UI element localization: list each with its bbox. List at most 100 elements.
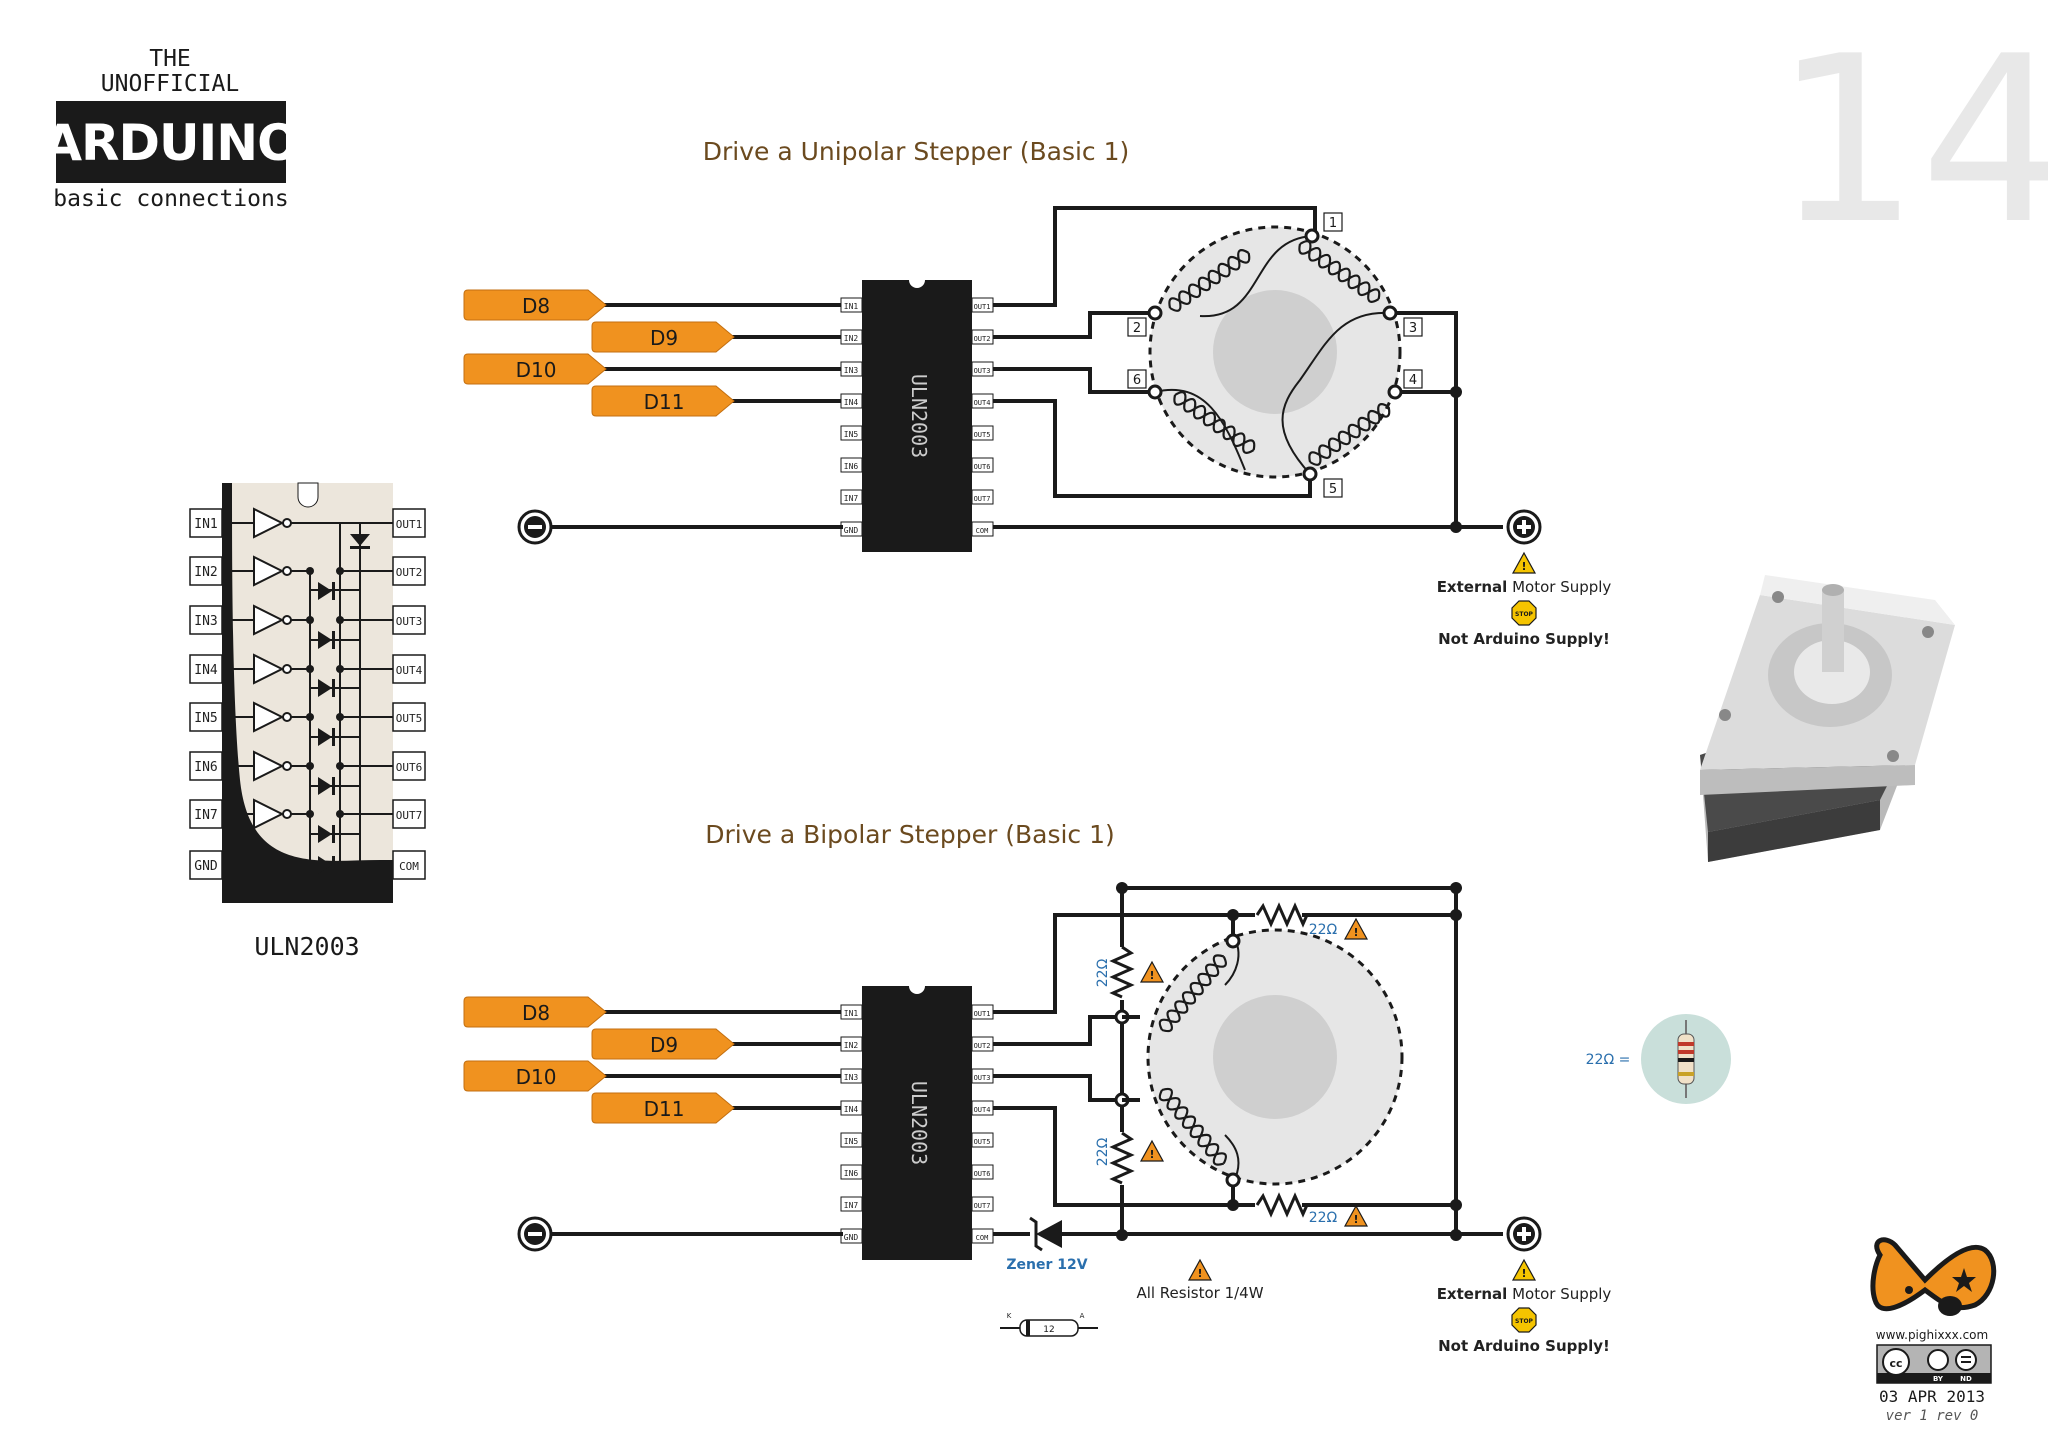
top-unipolar-motor: 1 2 3 4 5 6 (1127, 212, 1423, 498)
bottom-input-d9: D9 (591, 1028, 735, 1060)
bottom-title: Drive a Bipolar Stepper (Basic 1) (705, 820, 1115, 849)
svg-text:IN5: IN5 (194, 711, 217, 726)
svg-text:IN7: IN7 (844, 494, 859, 503)
footer-site: www.pighixxx.com (1876, 1328, 1988, 1342)
svg-text:cc: cc (1889, 1357, 1902, 1370)
zener-component-icon: 12 K A (1000, 1312, 1098, 1337)
top-input-d10: D10 (463, 353, 607, 385)
bottom-circuit: D8 D9 D10 D11 ULN2003 IN1 IN2 IN3 IN4 IN… (463, 882, 1612, 1355)
terminal-1: 1 (1329, 216, 1337, 231)
cc-license-badge: cc BY ND (1876, 1344, 1992, 1384)
svg-text:IN7: IN7 (194, 808, 217, 823)
svg-text:IN6: IN6 (844, 1169, 859, 1178)
svg-text:K: K (1007, 1312, 1012, 1320)
svg-text:12: 12 (1043, 1325, 1054, 1335)
svg-text:OUT1: OUT1 (974, 303, 991, 311)
logo-brand-box (56, 101, 286, 183)
svg-text:GND: GND (844, 526, 859, 535)
svg-text:IN3: IN3 (844, 366, 859, 375)
top-input-d9: D9 (591, 321, 735, 353)
svg-text:OUT5: OUT5 (974, 431, 991, 439)
svg-text:IN3: IN3 (194, 614, 217, 629)
svg-text:IN1: IN1 (194, 517, 217, 532)
bottom-bipolar-motor (1114, 928, 1404, 1188)
bottom-input-d8: D8 (463, 996, 607, 1028)
zener-label: Zener 12V (1006, 1257, 1087, 1273)
bottom-warning-text: Not Arduino Supply! (1438, 1337, 1610, 1355)
svg-text:D9: D9 (650, 326, 678, 350)
res-label-left-lower: 22Ω (1095, 1137, 1111, 1166)
top-title: Drive a Unipolar Stepper (Basic 1) (703, 137, 1130, 166)
svg-text:IN6: IN6 (194, 760, 217, 775)
svg-text:OUT7: OUT7 (396, 809, 423, 822)
svg-text:OUT6: OUT6 (396, 761, 423, 774)
svg-text:OUT2: OUT2 (396, 566, 423, 579)
uln2003-pinout: IN1 IN2 IN3 IN4 IN5 IN6 IN7 GND OUT1 OUT… (189, 482, 426, 961)
svg-text:D9: D9 (650, 1033, 678, 1057)
svg-text:GND: GND (194, 859, 218, 874)
res-label-top: 22Ω (1309, 922, 1338, 938)
svg-text:A: A (1080, 1312, 1085, 1320)
svg-text:IN4: IN4 (844, 1105, 859, 1114)
top-warning-text: Not Arduino Supply! (1438, 630, 1610, 648)
svg-text:COM: COM (976, 527, 989, 535)
svg-text:GND: GND (844, 1233, 859, 1242)
svg-text:OUT2: OUT2 (974, 1042, 991, 1050)
svg-text:OUT6: OUT6 (974, 1170, 991, 1178)
pinout-label: ULN2003 (254, 932, 359, 961)
bottom-minus-terminal (517, 1216, 553, 1252)
svg-text:ULN2003: ULN2003 (907, 374, 931, 458)
svg-text:IN2: IN2 (844, 334, 859, 343)
stop-icon: STOP (1511, 1307, 1537, 1333)
svg-text:D8: D8 (522, 294, 550, 318)
resistor-legend: 22Ω = (1586, 1014, 1731, 1104)
svg-text:22Ω =: 22Ω = (1586, 1052, 1631, 1068)
page-number: 14 (1774, 8, 2048, 275)
bottom-supply-note: External Motor Supply (1437, 1285, 1612, 1303)
svg-text:D10: D10 (516, 358, 557, 382)
resistor-top-horizontal (1255, 904, 1309, 926)
resistor-left-upper (1111, 945, 1133, 999)
svg-text:OUT4: OUT4 (396, 664, 423, 677)
top-supply-note: External Motor Supply (1437, 578, 1612, 596)
zener-diode (1029, 1216, 1062, 1252)
bottom-input-d10: D10 (463, 1060, 607, 1092)
resistor-left-lower (1111, 1131, 1133, 1185)
res-label-left-upper: 22Ω (1095, 958, 1111, 987)
bottom-input-d11: D11 (591, 1092, 735, 1124)
warning-icon (1512, 1259, 1536, 1281)
terminal-5: 5 (1329, 482, 1337, 497)
stop-icon: STOP (1511, 600, 1537, 626)
svg-text:IN4: IN4 (844, 398, 859, 407)
footer-date: 03 APR 2013 (1879, 1387, 1985, 1406)
svg-text:D8: D8 (522, 1001, 550, 1025)
svg-text:D10: D10 (516, 1065, 557, 1089)
bottom-plus-terminal (1506, 1216, 1542, 1252)
svg-text:IN3: IN3 (844, 1073, 859, 1082)
svg-text:IN5: IN5 (844, 1137, 859, 1146)
logo-line2: UNOFFICIAL (101, 71, 239, 97)
svg-text:OUT1: OUT1 (974, 1010, 991, 1018)
svg-text:IN7: IN7 (844, 1201, 859, 1210)
logo-line1: THE (149, 46, 191, 72)
svg-text:IN5: IN5 (844, 430, 859, 439)
svg-text:IN2: IN2 (844, 1041, 859, 1050)
svg-text:OUT5: OUT5 (396, 712, 423, 725)
top-minus-terminal (517, 509, 553, 545)
pighixxx-logo (1870, 1237, 1997, 1316)
logo-subtitle: basic connections (53, 186, 288, 212)
svg-text:OUT7: OUT7 (974, 1202, 991, 1210)
svg-text:IN4: IN4 (194, 663, 218, 678)
res-label-bottom: 22Ω (1309, 1210, 1338, 1226)
top-plus-terminal (1506, 509, 1542, 545)
logo-brand: ARDUINO (43, 114, 298, 172)
terminal-4: 4 (1409, 373, 1417, 388)
svg-text:OUT3: OUT3 (396, 615, 423, 628)
top-input-d8: D8 (463, 289, 607, 321)
svg-text:OUT6: OUT6 (974, 463, 991, 471)
svg-text:OUT2: OUT2 (974, 335, 991, 343)
resistor-bottom-horizontal (1255, 1194, 1309, 1216)
bottom-uln2003-chip: ULN2003 IN1 IN2 IN3 IN4 IN5 IN6 IN7 GND … (840, 986, 994, 1260)
svg-text:BY: BY (1933, 1375, 1944, 1383)
svg-text:IN2: IN2 (194, 565, 217, 580)
